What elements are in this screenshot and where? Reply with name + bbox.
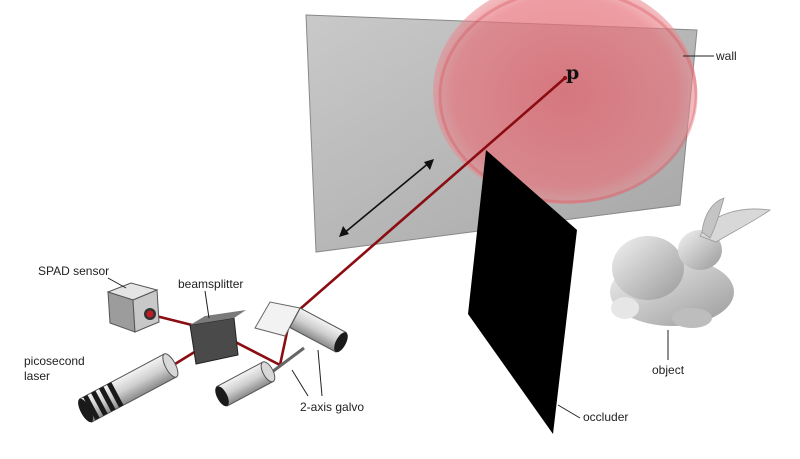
point-p-dot [563,76,567,80]
occluder-label: occluder [583,410,629,424]
spad-sensor-label: SPAD sensor [38,264,110,278]
occluder-panel [468,150,577,434]
picosecond-laser-device [78,353,179,423]
bunny-object [610,197,772,328]
occluder-leader-line [557,404,581,419]
beamsplitter-leader-line [204,290,210,319]
point-p-label: p [566,62,580,84]
galvo-mirror-lower [215,346,305,407]
spad-leader-line [107,277,127,289]
galvo-mirror-upper [254,301,348,353]
reflection-glow-rim [438,0,698,204]
beamsplitter-cube [189,310,246,365]
laser-label-line1: picosecond [24,354,85,368]
spad-sensor-device [106,282,160,333]
distance-arrow [339,159,434,237]
galvo-leader-lines [291,349,323,397]
object-label: object [652,363,685,377]
reflection-glow [433,0,697,204]
laser-label-line2: laser [24,369,51,383]
galvo-label: 2-axis galvo [300,400,365,414]
beam-galvo-to-point [290,76,567,318]
beamsplitter-label: beamsplitter [178,277,244,291]
wall-label: wall [716,49,737,63]
